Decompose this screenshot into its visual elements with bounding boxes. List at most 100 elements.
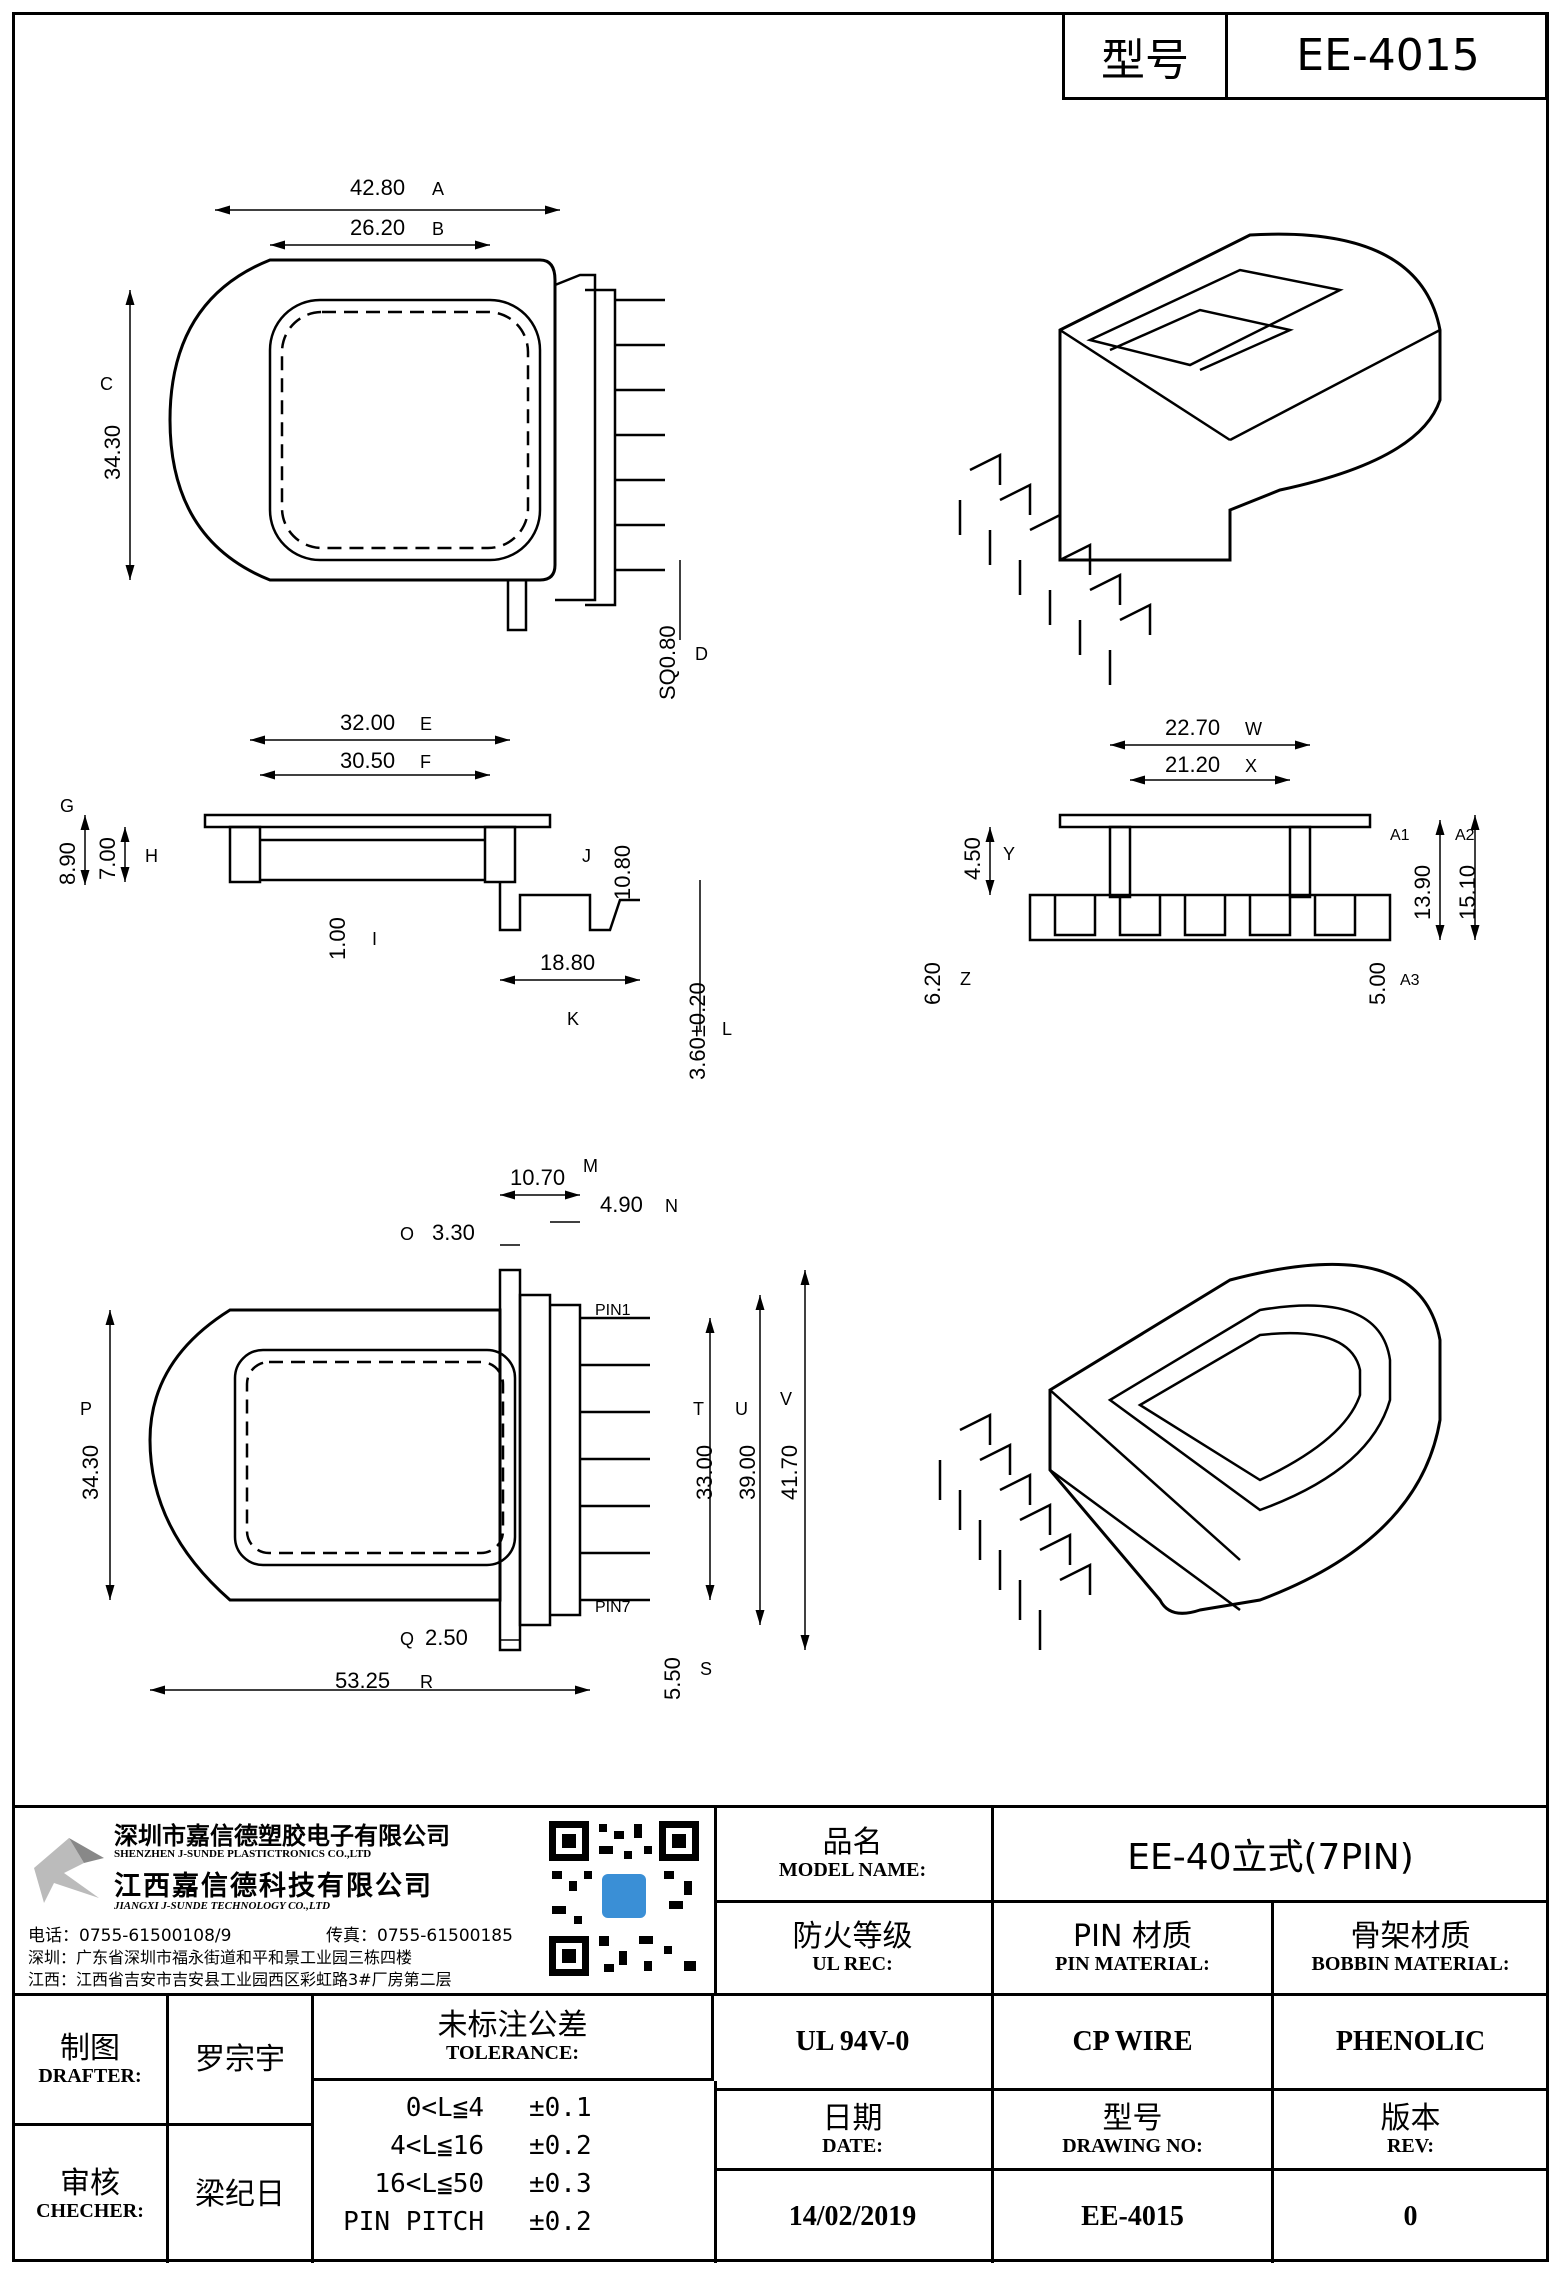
- rev-label: 版本 REV:: [1274, 2091, 1547, 2171]
- pin7-label: PIN7: [595, 1599, 631, 1616]
- drafter-en: DRAFTER:: [38, 2064, 142, 2087]
- ul-rec-value: UL 94V-0: [714, 1996, 994, 2091]
- company-name-jx: 江西嘉信德科技有限公司: [114, 1871, 433, 1902]
- dim-letter-t: T: [693, 1399, 704, 1419]
- dim-letter-x: X: [1245, 756, 1257, 776]
- dim-letter-g: G: [60, 796, 74, 816]
- dim-i: 1.00: [325, 917, 350, 960]
- tolerance-value: ±0.2: [529, 2207, 592, 2237]
- dim-letter-b: B: [432, 219, 444, 239]
- divider: [14, 1993, 1547, 1996]
- dim-a2: 15.10: [1455, 865, 1480, 920]
- tolerance-range: 16<L≦50: [374, 2169, 484, 2199]
- dim-b: 26.20: [350, 215, 405, 240]
- ul-rec-label: 防火等级 UL REC:: [714, 1903, 994, 1993]
- dim-z: 6.20: [920, 962, 945, 1005]
- dim-letter-w: W: [1245, 719, 1262, 739]
- dim-e: 32.00: [340, 710, 395, 735]
- checker-value: 梁纪日: [169, 2126, 314, 2263]
- date-en: DATE:: [822, 2134, 883, 2157]
- dim-letter-s: S: [700, 1659, 712, 1679]
- company-fax: 传真：0755-61500185: [326, 1926, 513, 1946]
- drawing-no-label: 型号 DRAWING NO:: [994, 2091, 1274, 2171]
- tolerance-label: 未标注公差 TOLERANCE:: [314, 1996, 714, 2081]
- dim-letter-i: I: [372, 929, 377, 949]
- dim-letter-n: N: [665, 1196, 678, 1216]
- dim-v: 41.70: [777, 1445, 802, 1500]
- date-cn: 日期: [822, 2100, 883, 2136]
- dim-letter-a3: A3: [1400, 972, 1420, 989]
- dim-letter-a2: A2: [1455, 827, 1475, 844]
- bobbin-material-cn: 骨架材质: [1350, 1919, 1471, 1954]
- dim-d: SQ0.80: [655, 625, 680, 700]
- dim-n: 4.90: [600, 1192, 643, 1217]
- dim-letter-a1: A1: [1390, 827, 1410, 844]
- dim-letter-m: M: [583, 1156, 598, 1176]
- company-addr-sz: 深圳：广东省深圳市福永街道和平和景工业园三栋四楼: [28, 1948, 413, 1967]
- tolerance-range: 4<L≦16: [390, 2131, 484, 2161]
- drafter-value: 罗宗宇: [169, 1996, 314, 2126]
- technical-drawing: 42.80 A 26.20 B 34.30 C SQ0.80 D 32.00 E…: [55, 175, 1480, 1700]
- dim-u: 39.00: [735, 1445, 760, 1500]
- dim-letter-p: P: [80, 1399, 92, 1419]
- iso-view-top: [1058, 232, 1442, 562]
- dim-r: 53.25: [335, 1668, 390, 1693]
- product-name-label: 品名 MODEL NAME:: [714, 1808, 994, 1903]
- bobbin-material-value: PHENOLIC: [1274, 1996, 1547, 2091]
- dim-a3: 5.00: [1365, 962, 1390, 1005]
- pin-material-value: CP WIRE: [994, 1996, 1274, 2091]
- dim-g: 8.90: [55, 842, 80, 885]
- product-name-value: EE-40立式(7PIN): [994, 1808, 1547, 1903]
- dim-a1: 13.90: [1410, 865, 1435, 920]
- company-info: 深圳市嘉信德塑胶电子有限公司 SHENZHEN J-SUNDE PLASTICT…: [14, 1808, 717, 1993]
- dim-p: 34.30: [78, 1445, 103, 1500]
- side-view: [1028, 813, 1392, 942]
- drawing-no-cn: 型号: [1102, 2100, 1163, 2136]
- company-name-jx-en: JIANGXI J-SUNDE TECHNOLOGY CO.,LTD: [114, 1900, 331, 1912]
- dim-letter-v: V: [780, 1389, 792, 1409]
- dim-letter-z: Z: [960, 969, 971, 989]
- drafter-label: 制图 DRAFTER:: [14, 1996, 169, 2126]
- product-name-en: MODEL NAME:: [778, 1859, 927, 1881]
- dim-letter-a: A: [432, 179, 444, 199]
- dim-letter-l: L: [722, 1019, 732, 1039]
- top-view: [168, 258, 665, 632]
- dim-letter-r: R: [420, 1672, 433, 1692]
- dim-f: 30.50: [340, 748, 395, 773]
- dim-letter-c: C: [100, 374, 113, 394]
- dim-letter-q: Q: [400, 1629, 414, 1649]
- dim-t: 33.00: [692, 1445, 717, 1500]
- company-addr-jx: 江西：江西省吉安市吉安县工业园西区彩虹路3#厂房第二层: [28, 1970, 452, 1989]
- iso-view-top-pins: [958, 452, 1152, 685]
- dim-letter-h: H: [145, 846, 158, 866]
- checker-cn: 审核: [60, 2165, 120, 2201]
- checker-en: CHECHER:: [36, 2199, 144, 2222]
- dim-letter-j: J: [582, 846, 591, 866]
- tolerance-range: PIN PITCH: [343, 2207, 484, 2237]
- dim-s: 5.50: [660, 1657, 685, 1700]
- iso-view-bottom-pins: [938, 1412, 1092, 1650]
- tolerance-value: ±0.2: [529, 2131, 592, 2161]
- dim-l: 3.60±0.20: [685, 982, 710, 1080]
- dim-j: 10.80: [610, 845, 635, 900]
- company-phone: 电话：0755-61500108/9: [28, 1926, 232, 1946]
- company-logo: [24, 1828, 114, 1908]
- qr-code: [544, 1816, 704, 1981]
- dim-letter-u: U: [735, 1399, 748, 1419]
- dim-m: 10.70: [510, 1165, 565, 1190]
- bobbin-material-en: BOBBIN MATERIAL:: [1311, 1953, 1510, 1975]
- rev-en: REV:: [1386, 2134, 1435, 2157]
- tolerance-en: TOLERANCE:: [446, 2042, 579, 2064]
- tolerance-value: ±0.1: [529, 2093, 592, 2123]
- dim-a: 42.80: [350, 175, 405, 200]
- drawing-no-value: EE-4015: [994, 2171, 1274, 2263]
- bottom-view: [148, 1268, 650, 1652]
- dim-o: 3.30: [432, 1220, 475, 1245]
- pin1-label: PIN1: [595, 1302, 631, 1319]
- dim-letter-k: K: [567, 1009, 579, 1029]
- tolerance-table: 0<L≦4 ±0.1 4<L≦16 ±0.2 16<L≦50 ±0.3 PIN …: [314, 2081, 717, 2263]
- tolerance-value: ±0.3: [529, 2169, 592, 2199]
- bobbin-material-label: 骨架材质 BOBBIN MATERIAL:: [1274, 1903, 1547, 1993]
- pin-material-label: PIN 材质 PIN MATERIAL:: [994, 1903, 1274, 1993]
- front-view: [203, 813, 640, 932]
